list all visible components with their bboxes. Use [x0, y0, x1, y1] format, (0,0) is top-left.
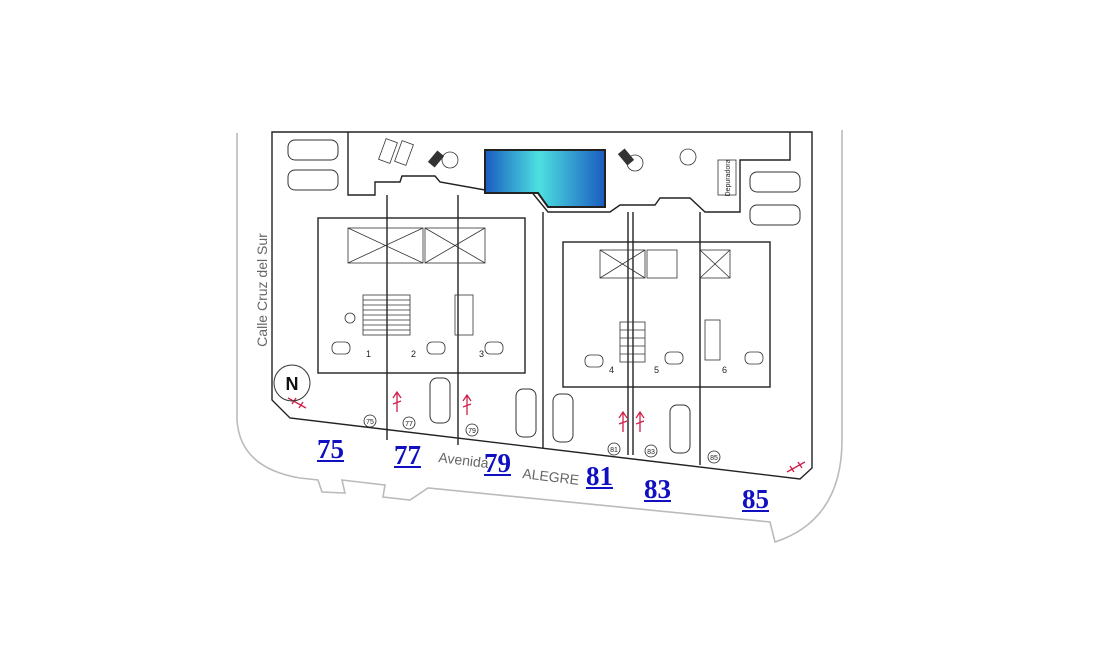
- svg-text:6: 6: [722, 365, 727, 375]
- svg-text:ALEGRE: ALEGRE: [522, 465, 580, 488]
- svg-text:Depuradora: Depuradora: [725, 159, 732, 196]
- street-label-front: Avenida: [438, 449, 490, 471]
- site-boundary: [271, 131, 813, 480]
- storage-room: [717, 159, 737, 196]
- street-curb: [236, 130, 843, 544]
- entrance-arrow-icons: [287, 390, 806, 473]
- svg-text:75: 75: [366, 419, 374, 426]
- svg-text:79: 79: [468, 428, 476, 435]
- house-link-77[interactable]: 77: [394, 440, 421, 470]
- svg-text:2: 2: [411, 349, 416, 359]
- house-link-81[interactable]: 81: [586, 461, 613, 491]
- parked-cars-top-right: [749, 171, 801, 226]
- house-link-83[interactable]: 83: [644, 474, 671, 504]
- svg-text:81: 81: [610, 447, 618, 454]
- building-block-left: [317, 195, 526, 445]
- svg-text:3: 3: [479, 349, 484, 359]
- svg-text:83: 83: [647, 449, 655, 456]
- svg-text:5: 5: [654, 365, 659, 375]
- svg-text:N: N: [286, 374, 299, 394]
- building-block-right: [562, 212, 771, 465]
- house-link-75[interactable]: 75: [317, 434, 344, 464]
- svg-text:85: 85: [710, 455, 718, 462]
- svg-text:77: 77: [405, 421, 413, 428]
- parked-cars-top-left: [287, 139, 339, 191]
- house-link-85[interactable]: 85: [742, 484, 769, 514]
- swimming-pool: [484, 149, 606, 208]
- svg-text:4: 4: [609, 365, 614, 375]
- street-label-side: Calle Cruz del Sur: [254, 233, 270, 347]
- pool-furniture: [378, 138, 697, 172]
- svg-text:1: 1: [366, 349, 371, 359]
- house-link-79[interactable]: 79: [484, 448, 511, 478]
- parked-cars-front: [429, 377, 691, 454]
- north-compass-icon: N: [273, 364, 311, 402]
